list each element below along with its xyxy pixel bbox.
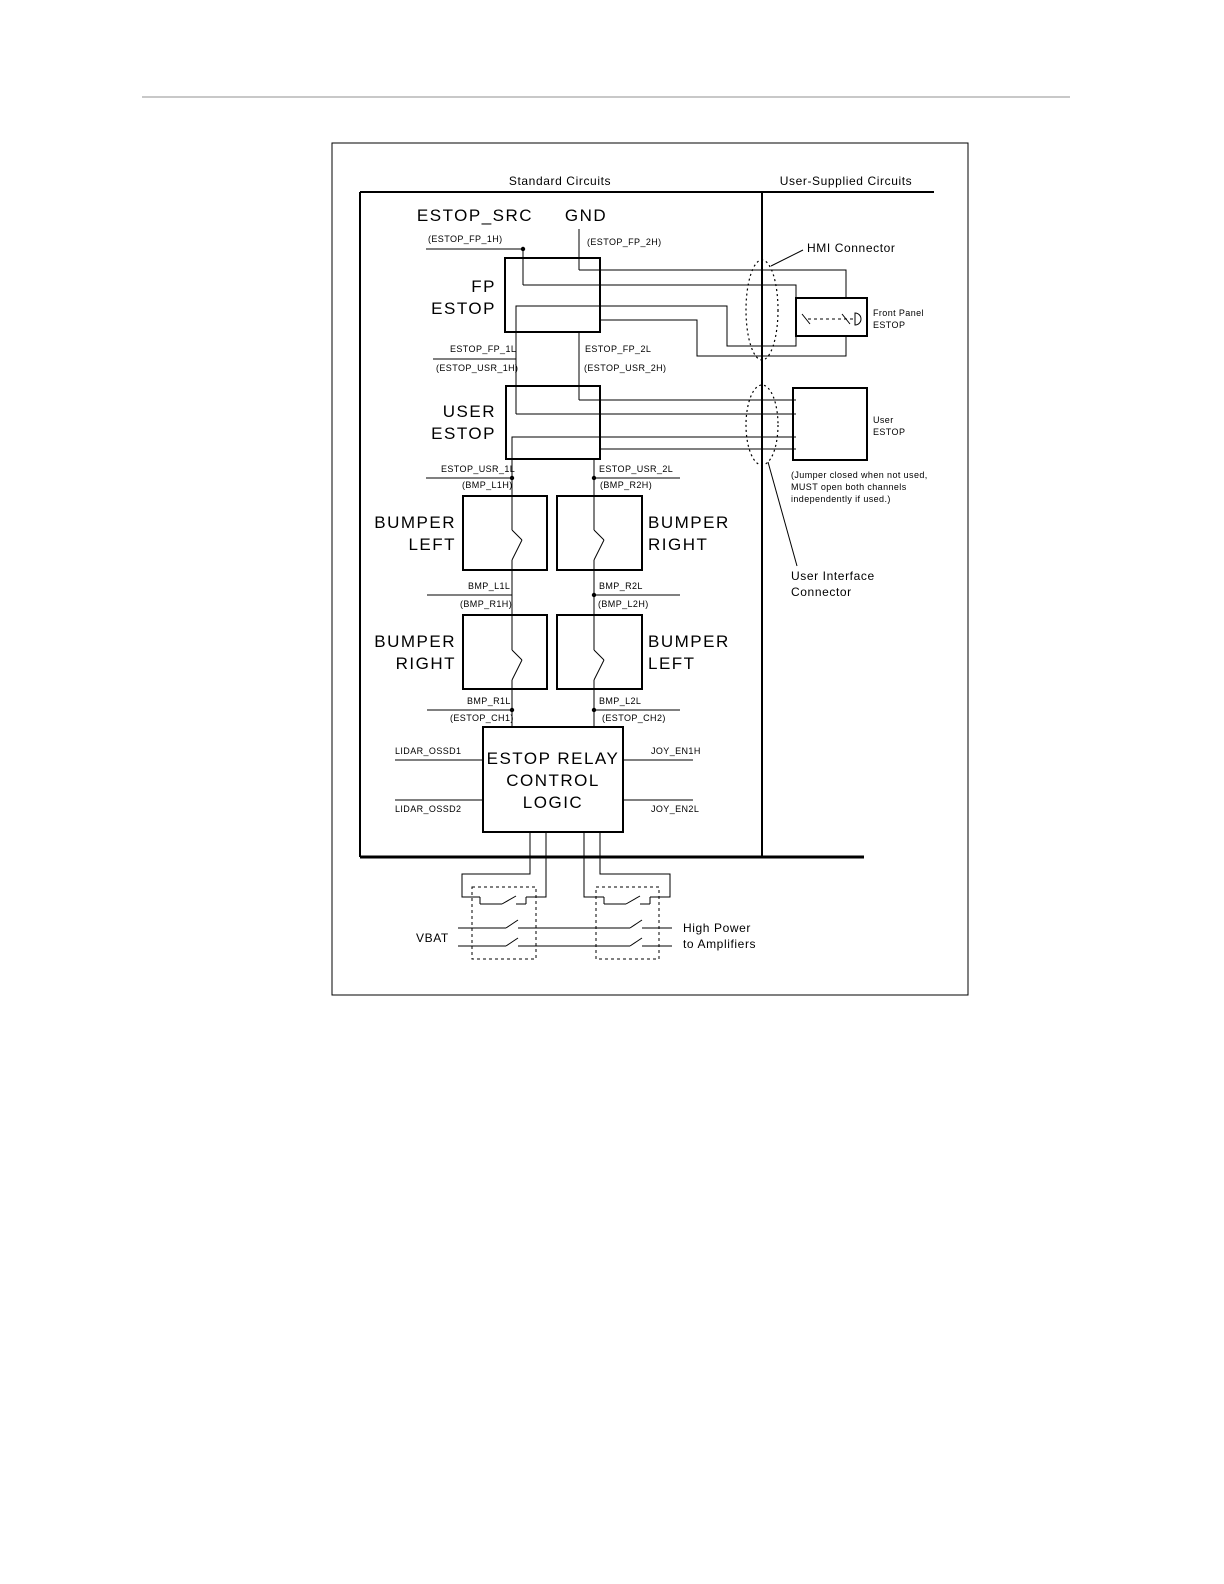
- bmp-l2h-label: (BMP_L2H): [598, 599, 649, 609]
- bmp-r1l-label: BMP_R1L: [467, 696, 511, 706]
- bumper-right-row1-label-line2: RIGHT: [648, 535, 708, 554]
- fp-output-wires: [433, 332, 580, 414]
- relay-block-label-line2: CONTROL: [506, 771, 600, 790]
- hmi-wiring: [515, 269, 847, 357]
- front-panel-estop-label-line1: Front Panel: [873, 308, 924, 318]
- bumper-left-row2-label-line2: LEFT: [648, 654, 696, 673]
- front-panel-estop-box: [795, 297, 868, 337]
- bmp-r2h-label: (BMP_R2H): [600, 480, 652, 490]
- lidar-ossd1-label: LIDAR_OSSD1: [395, 746, 461, 756]
- fp-estop-label-line1: FP: [471, 277, 496, 296]
- estop-ch1-label: (ESTOP_CH1): [450, 713, 514, 723]
- jumper-note-line2: MUST open both channels: [791, 482, 907, 492]
- user-interface-connector-label-line2: Connector: [791, 585, 852, 599]
- bumper-right-row2-label-line2: RIGHT: [396, 654, 456, 673]
- bumper-left-row2-label-line1: BUMPER: [648, 632, 730, 651]
- user-interface-connector-icon: [745, 384, 779, 466]
- front-panel-estop-switch-icon: [801, 312, 862, 326]
- power-lines: [458, 919, 672, 947]
- estop-relay-control-logic-block: [482, 726, 624, 833]
- bmp-l2l-label: BMP_L2L: [599, 696, 641, 706]
- bmp-l1l-label: BMP_L1L: [468, 581, 510, 591]
- relay-block-label-line3: LOGIC: [523, 793, 583, 812]
- bumper-right-block-row1: [556, 495, 643, 571]
- bumper-right-row2-label-line1: BUMPER: [374, 632, 456, 651]
- user-interface-connector-leader: [767, 461, 798, 567]
- supply-wires: [426, 229, 580, 285]
- bumper-row2-switch-icons: [511, 615, 605, 727]
- estop-fp-1l-label: ESTOP_FP_1L: [450, 344, 516, 354]
- user-estop-box-label-line1: User: [873, 415, 894, 425]
- user-output-wires: [426, 459, 680, 530]
- bumper-left-row1-label-line1: BUMPER: [374, 513, 456, 532]
- joy-en1h-label: JOY_EN1H: [651, 746, 701, 756]
- bumper-row1-switch-icons: [511, 529, 605, 615]
- relay-coil-wires: [461, 832, 671, 898]
- bumper-row1-output-wires: [427, 592, 680, 650]
- bumper-left-row1-label-line2: LEFT: [408, 535, 456, 554]
- estop-usr-2l-label: ESTOP_USR_2L: [599, 464, 673, 474]
- estop-src-label: ESTOP_SRC: [417, 206, 533, 225]
- bumper-left-block-row1: [462, 495, 548, 571]
- relay-contact-icons: [479, 895, 651, 905]
- page-header-rule: [142, 96, 1070, 98]
- estop-usr-2h-label: (ESTOP_USR_2H): [584, 363, 666, 373]
- estop-fp-2l-label: ESTOP_FP_2L: [585, 344, 651, 354]
- bmp-r2l-label: BMP_R2L: [599, 581, 643, 591]
- fp-estop-block: [504, 257, 601, 333]
- estop-usr-1l-label: ESTOP_USR_1L: [441, 464, 515, 474]
- user-estop-label-line2: ESTOP: [431, 424, 496, 443]
- joy-en2l-label: JOY_EN2L: [651, 804, 699, 814]
- standard-circuits-heading: Standard Circuits: [509, 174, 611, 188]
- estop-fp-2h-label: (ESTOP_FP_2H): [587, 237, 662, 247]
- jumper-note-line3: independently if used.): [791, 494, 891, 504]
- vbat-label: VBAT: [416, 931, 449, 945]
- relay-right-enclosure: [595, 886, 660, 960]
- user-estop-label-line1: USER: [443, 402, 496, 421]
- high-power-label-line1: High Power: [683, 921, 751, 935]
- bumper-row2-output-wires: [427, 707, 680, 713]
- bmp-l1h-label: (BMP_L1H): [462, 480, 513, 490]
- user-interface-connector-label-line1: User Interface: [791, 569, 875, 583]
- figure-frame: [331, 142, 969, 996]
- user-estop-block: [505, 385, 601, 460]
- estop-usr-1h-label: (ESTOP_USR_1H): [436, 363, 518, 373]
- standard-circuits-region: [359, 191, 934, 859]
- bumper-left-block-row2: [556, 614, 643, 690]
- estop-ch2-label: (ESTOP_CH2): [602, 713, 666, 723]
- user-interface-wiring: [511, 399, 796, 459]
- bumper-right-row1-label-line1: BUMPER: [648, 513, 730, 532]
- front-panel-estop-label-line2: ESTOP: [873, 320, 905, 330]
- hmi-connector-icon: [745, 259, 779, 361]
- fp-estop-label-line2: ESTOP: [431, 299, 496, 318]
- relay-left-enclosure: [471, 886, 537, 960]
- relay-input-wires: [395, 759, 693, 801]
- hmi-connector-label: HMI Connector: [807, 241, 896, 255]
- jumper-note-line1: (Jumper closed when not used,: [791, 470, 928, 480]
- user-estop-box: [792, 387, 868, 461]
- hmi-connector-leader: [770, 249, 804, 267]
- bumper-right-block-row2: [462, 614, 548, 690]
- bmp-r1h-label: (BMP_R1H): [460, 599, 512, 609]
- user-supplied-circuits-heading: User-Supplied Circuits: [780, 174, 913, 188]
- user-estop-box-label-line2: ESTOP: [873, 427, 905, 437]
- relay-block-label-line1: ESTOP RELAY: [487, 749, 620, 768]
- lidar-ossd2-label: LIDAR_OSSD2: [395, 804, 461, 814]
- estop-fp-1h-label: (ESTOP_FP_1H): [428, 234, 503, 244]
- gnd-label: GND: [565, 206, 607, 225]
- high-power-label-line2: to Amplifiers: [683, 937, 756, 951]
